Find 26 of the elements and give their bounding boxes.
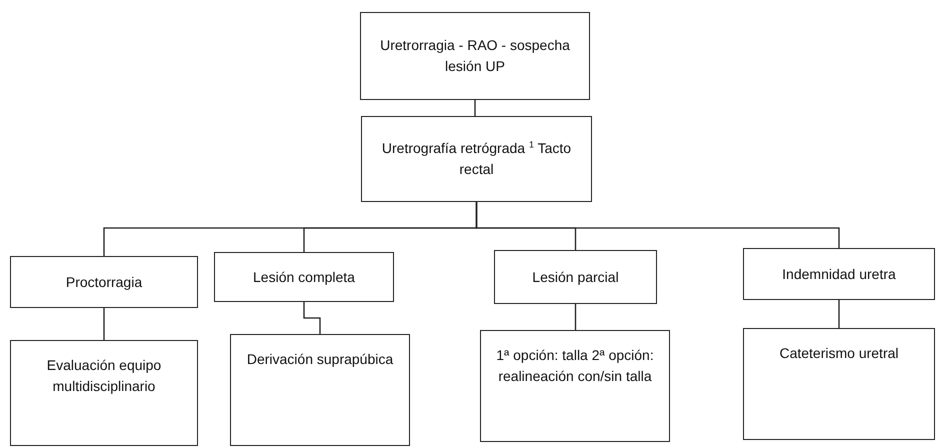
process-box <box>214 252 394 302</box>
connector-line <box>838 300 840 328</box>
process-box <box>480 330 670 442</box>
connector-line <box>574 304 576 330</box>
connector-line <box>474 100 476 116</box>
box-text: Cateterismo uretral <box>779 344 899 363</box>
process-box <box>230 334 410 446</box>
process-box <box>743 248 935 300</box>
box-text: Evaluación equipo multidisciplinario <box>46 356 162 396</box>
process-box <box>10 256 198 308</box>
box-text: Uretrografía retrógrada $^{1}$ Tacto rectal <box>380 138 572 179</box>
connector-line <box>476 202 840 248</box>
box-text: Proctorragia <box>66 272 142 292</box>
box-text: Lesión completa <box>253 268 355 287</box>
connector-line <box>103 308 105 340</box>
process-box <box>743 328 935 440</box>
box-text: Indemnidad uretra <box>782 264 896 284</box>
box-text: 1ª opción: talla 2ª opción: realineación con/sin talla <box>495 346 655 386</box>
process-box <box>360 12 590 100</box>
process-box <box>10 340 198 446</box>
connector-line <box>303 302 321 334</box>
process-box <box>494 250 657 304</box>
box-text: Derivación suprapúbica <box>246 350 394 369</box>
process-box <box>361 116 592 202</box>
box-text: Uretrorragia - RAO - sospecha lesión UP <box>379 36 571 76</box>
box-text: Lesión parcial <box>532 268 619 287</box>
